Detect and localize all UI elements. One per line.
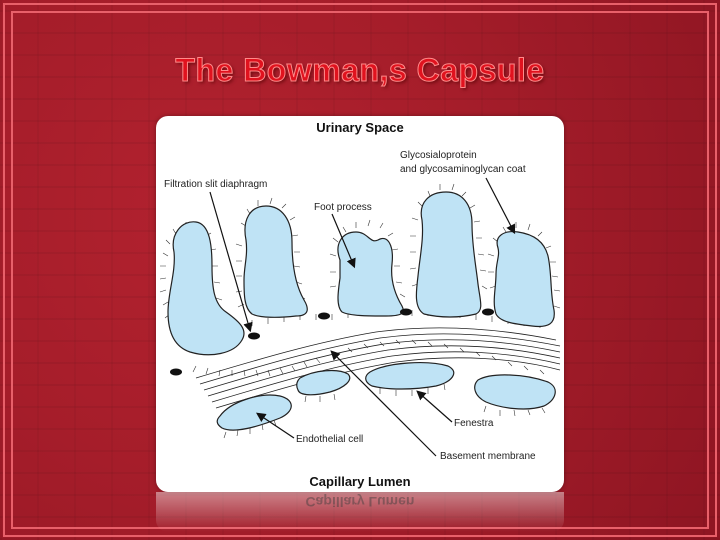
podocyte-2 <box>244 206 307 317</box>
endothelial-cell-3 <box>366 363 454 389</box>
podocyte-4 <box>416 192 480 317</box>
coat-arrow <box>486 178 514 232</box>
endothelial-cell-1 <box>217 395 291 430</box>
fenestra-arrow <box>418 392 452 422</box>
coat-label-line1: Glycosialoprotein <box>400 150 477 161</box>
foot-process-label: Foot process <box>314 202 372 213</box>
urinary-space-label: Urinary Space <box>316 120 403 135</box>
figure-reflection: Capillary Lumen <box>156 492 564 532</box>
endothelial-cell-4 <box>475 375 556 409</box>
capillary-lumen-label: Capillary Lumen <box>309 474 410 489</box>
endothelial-cell-2 <box>297 371 350 395</box>
podocyte-3 <box>338 232 403 316</box>
slide-title: The Bowman,s Capsule <box>0 52 720 89</box>
podocyte-1 <box>168 222 244 355</box>
podocyte-5 <box>494 232 554 327</box>
podocyte-cells <box>168 192 554 355</box>
endothelial-cell-label: Endothelial cell <box>296 434 363 445</box>
coat-label-line2: and glycosaminoglycan coat <box>400 164 526 175</box>
filtration-slit-label: Filtration slit diaphragm <box>164 179 267 190</box>
fenestra-label: Fenestra <box>454 418 494 429</box>
basement-membrane-label: Basement membrane <box>440 451 536 462</box>
reflection-label: Capillary Lumen <box>156 494 564 510</box>
bowman-capsule-diagram: Urinary Space Capillary Lumen Glycosialo… <box>156 116 564 492</box>
